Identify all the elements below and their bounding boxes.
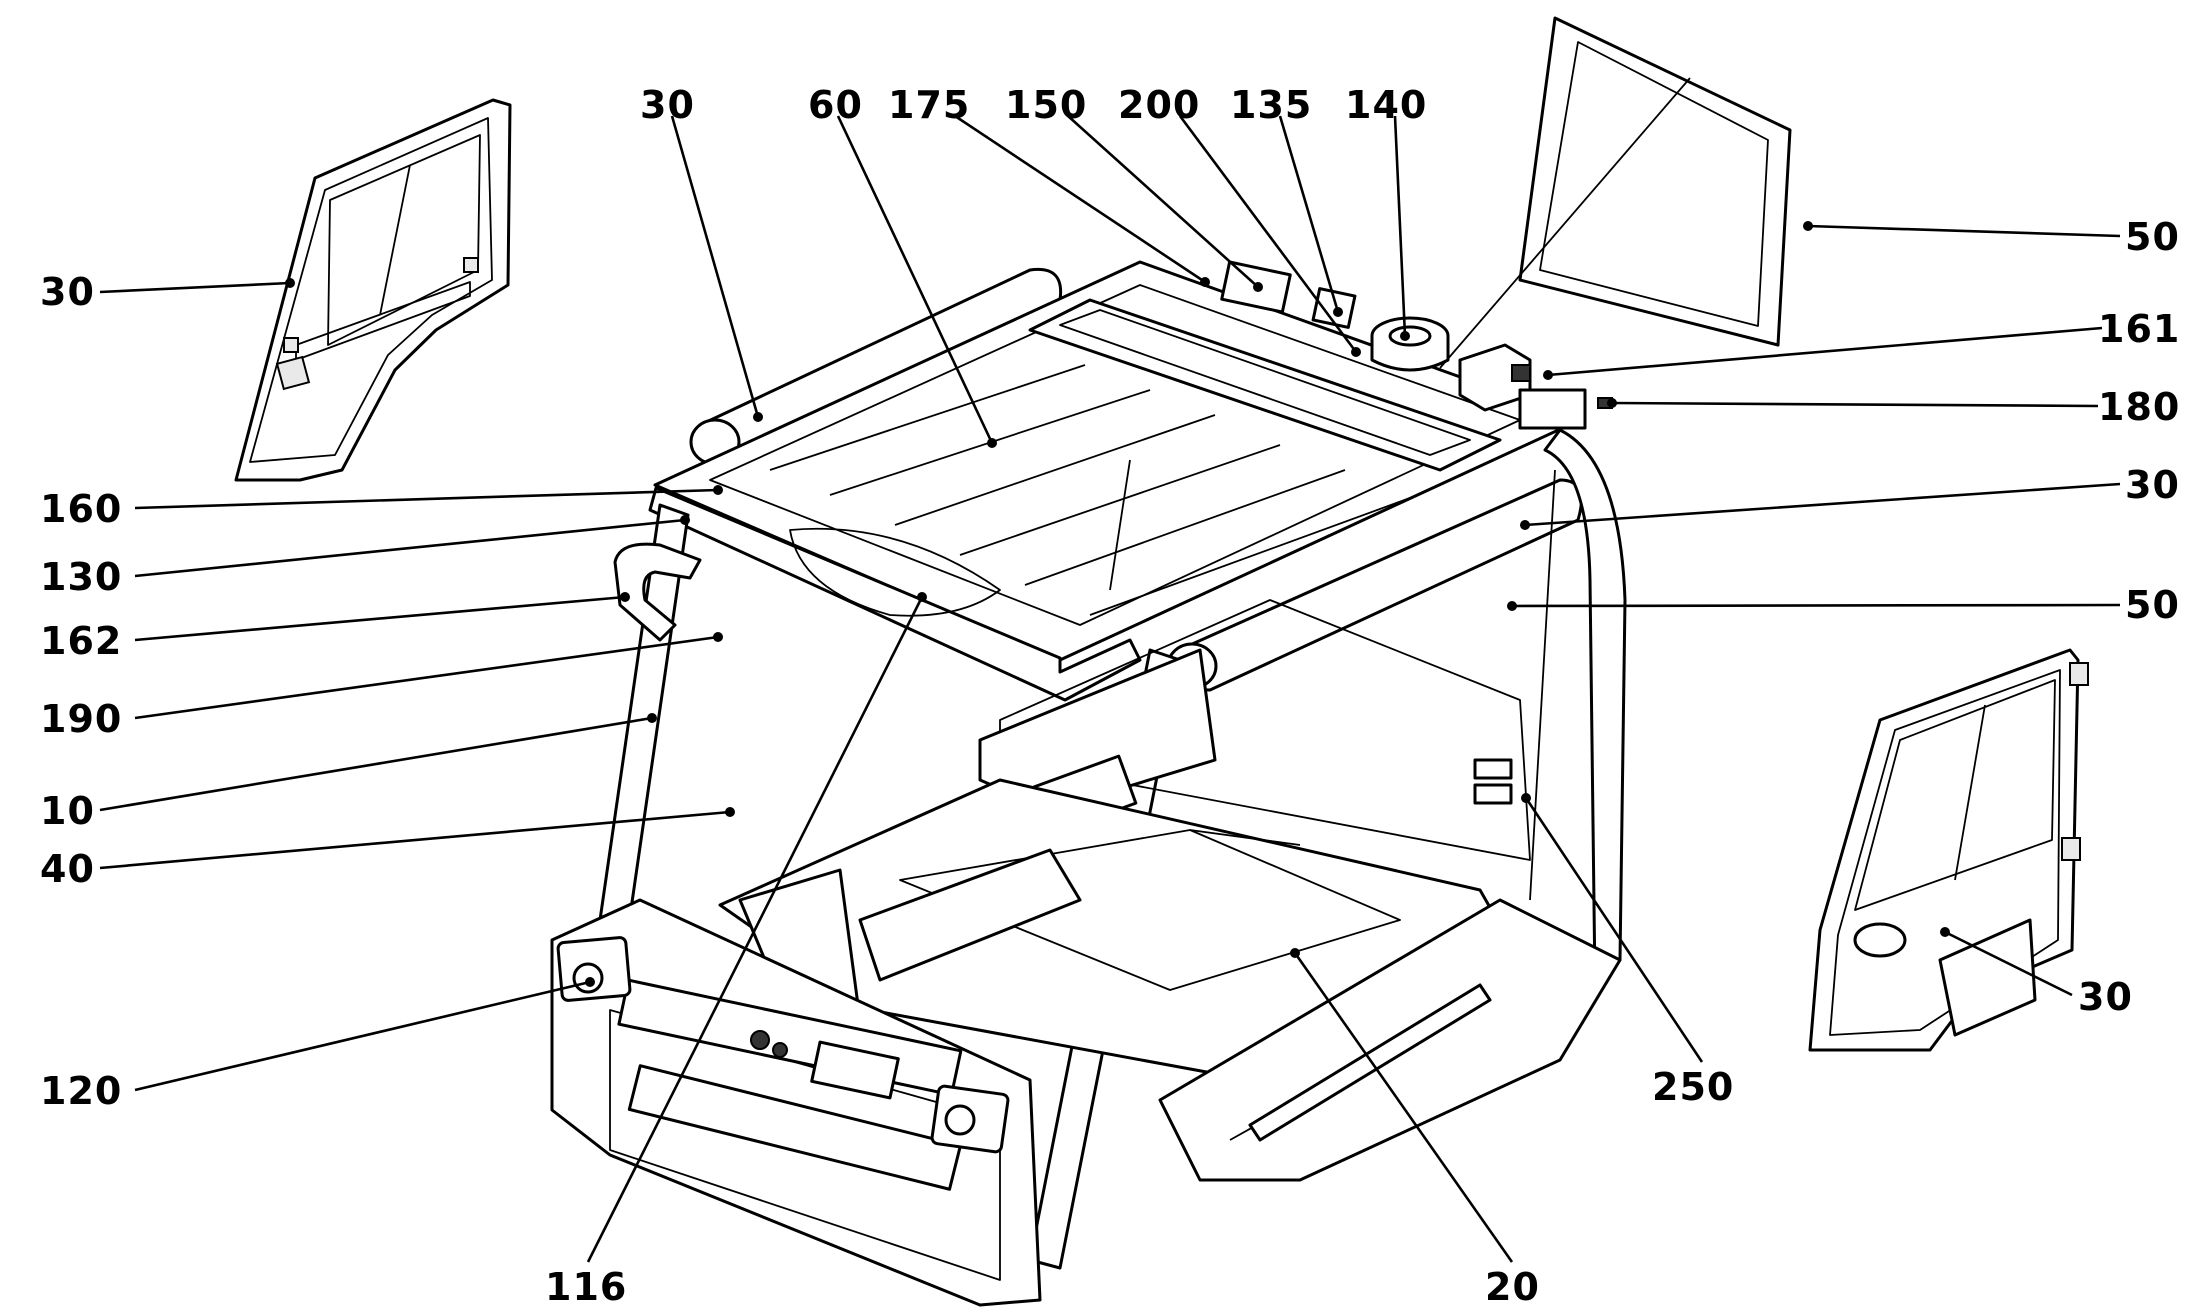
callout-roof-rib: 200 <box>1118 83 1200 127</box>
cab-body-drawing <box>550 428 1627 1307</box>
callout-work-lamp: 120 <box>40 1069 122 1113</box>
left-door-drawing <box>234 98 512 482</box>
callout-top-left-rail: 30 <box>640 83 695 127</box>
roof-drawing <box>648 260 1613 702</box>
callout-windshield: 40 <box>40 847 95 891</box>
callout-mount-plate: 160 <box>40 487 122 531</box>
callout-door-right: 30 <box>2078 975 2133 1019</box>
rear-glass-drawing <box>1439 16 1792 369</box>
callout-rear-glass: 50 <box>2125 215 2180 259</box>
callout-corner-bracket: 130 <box>40 555 122 599</box>
callout-roof-bracket: 135 <box>1230 83 1312 127</box>
cab-illustration <box>234 16 2089 1307</box>
callout-labels: 30 30 60 175 150 200 135 140 50 161 180 … <box>40 83 2180 1309</box>
callout-floor-base: 20 <box>1485 1265 1540 1309</box>
callout-sun-visor: 116 <box>545 1265 627 1309</box>
callout-mirror-bracket: 190 <box>40 697 122 741</box>
callout-door-left: 30 <box>40 270 95 314</box>
callout-roof-beacon-base: 150 <box>1005 83 1087 127</box>
callout-grab-handle: 162 <box>40 619 122 663</box>
callout-connector-plug: 180 <box>2098 385 2180 429</box>
callout-side-glass: 50 <box>2125 583 2180 627</box>
callout-roof-grid: 60 <box>808 83 863 127</box>
callout-connector-box: 161 <box>2098 307 2180 351</box>
callout-side-latch: 250 <box>1652 1065 1734 1109</box>
callout-beacon: 140 <box>1345 83 1427 127</box>
callout-top-right-rail: 30 <box>2125 463 2180 507</box>
right-door-drawing <box>1808 648 2089 1052</box>
callout-roof-panel: 175 <box>888 83 970 127</box>
callout-a-pillar: 10 <box>40 789 95 833</box>
leader-lines <box>99 114 2121 1263</box>
